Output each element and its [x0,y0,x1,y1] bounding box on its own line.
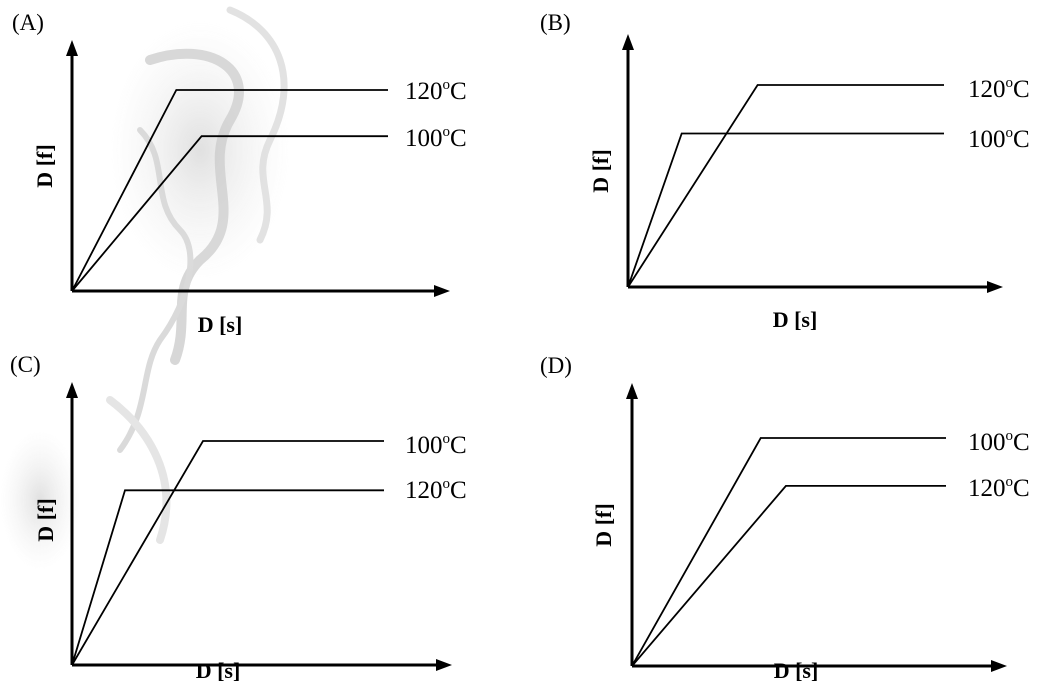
series-line-100c [71,135,388,292]
x-axis-arrowhead [987,281,1003,293]
series-line-100c [71,440,384,666]
series-label-unit: C [1013,76,1030,103]
x-axis-arrowhead [991,660,1007,672]
series-label-120c: 120oC [968,75,1030,103]
series-label-value: 120 [405,477,443,504]
y-axis-arrowhead [66,382,78,398]
series-label-degree: o [443,124,451,140]
y-axis-arrowhead [626,383,638,399]
x-axis-label: D [s] [773,307,818,332]
series-label-value: 100 [968,126,1006,153]
series-label-100c: 100oC [405,431,467,459]
y-axis-label: D [f] [32,144,57,187]
series-label-degree: o [1006,474,1014,490]
x-axis-label: D [s] [198,312,243,337]
series-label-degree: o [1006,75,1014,91]
series-label-120c: 120oC [968,474,1030,502]
series-label-unit: C [1013,429,1030,456]
series-line-120c [627,84,944,288]
panel-label: (D) [540,353,572,378]
series-line-100c [627,132,944,288]
background-watermark [0,6,290,570]
series-label-degree: o [1006,125,1014,141]
x-axis-arrowhead [434,285,450,297]
series-label-value: 100 [968,429,1006,456]
panel-label: (C) [10,352,41,377]
y-axis-label: D [f] [591,503,616,546]
series-label-120c: 120oC [405,77,467,105]
series-label-unit: C [450,432,467,459]
series-label-degree: o [443,77,451,93]
y-axis-arrowhead [622,34,634,50]
series-line-120c [71,89,388,292]
series-label-value: 100 [405,432,443,459]
series-label-value: 120 [405,78,443,105]
series-label-value: 100 [405,125,443,152]
series-label-degree: o [443,476,451,492]
x-axis-label: D [s] [774,658,819,683]
panel-label: (B) [540,10,571,35]
x-axis-arrowhead [436,659,452,671]
series-label-100c: 100oC [968,428,1030,456]
y-axis-label: D [f] [588,149,613,192]
series-label-degree: o [443,431,451,447]
series-label-unit: C [1013,126,1030,153]
series-line-120c [631,484,946,667]
series-line-100c [631,437,946,667]
series-label-unit: C [450,477,467,504]
series-label-100c: 100oC [405,124,467,152]
series-label-unit: C [450,78,467,105]
series-line-120c [71,489,384,666]
y-axis-arrowhead [66,40,78,56]
series-label-value: 120 [968,475,1006,502]
series-label-value: 120 [968,76,1006,103]
panel-label: (A) [12,10,44,35]
y-axis-label: D [f] [33,498,58,541]
series-label-120c: 120oC [405,476,467,504]
series-label-unit: C [1013,475,1030,502]
series-label-degree: o [1006,428,1014,444]
x-axis-label: D [s] [196,658,241,683]
series-label-100c: 100oC [968,125,1030,153]
series-label-unit: C [450,125,467,152]
